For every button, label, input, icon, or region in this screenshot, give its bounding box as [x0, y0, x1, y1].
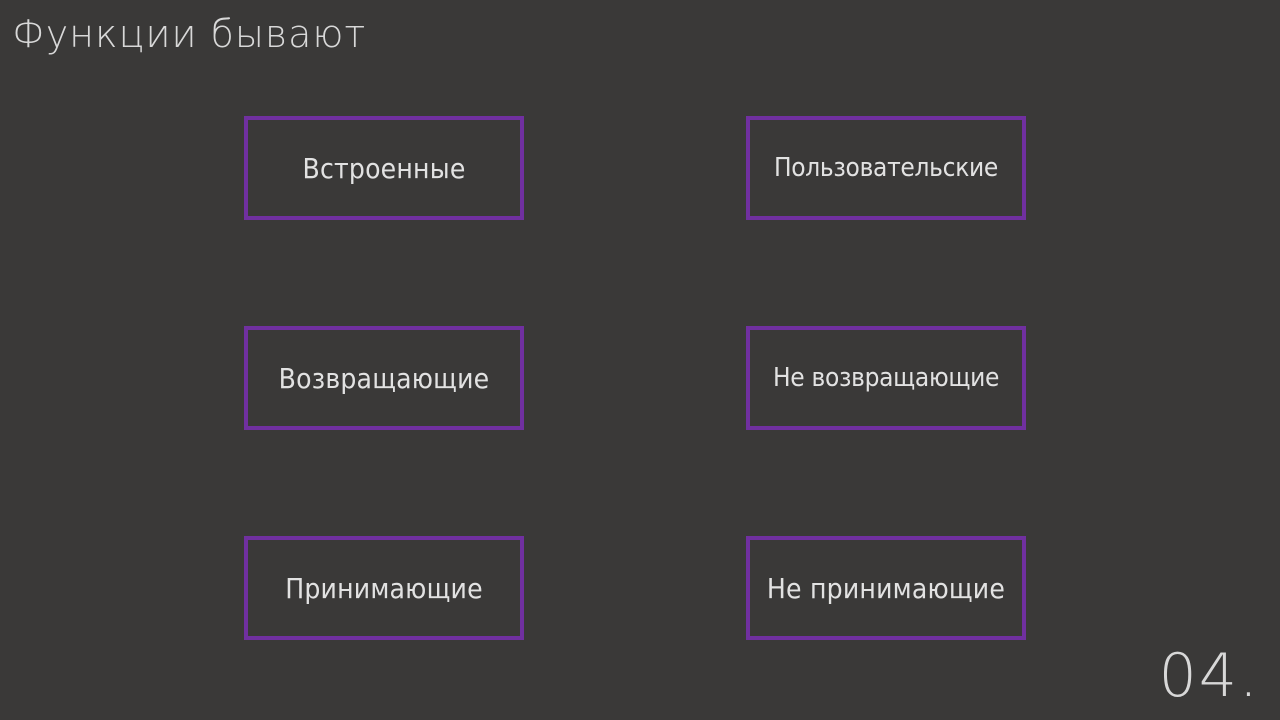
- box-returning-functions[interactable]: Возвращающие: [244, 326, 524, 430]
- box-builtin-functions[interactable]: Встроенные: [244, 116, 524, 220]
- box-non-accepting-label: Не принимающие: [766, 571, 1006, 605]
- box-non-accepting-functions[interactable]: Не принимающие: [746, 536, 1026, 640]
- box-builtin-label: Встроенные: [302, 151, 466, 185]
- box-non-returning-functions[interactable]: Не возвращающие: [746, 326, 1026, 430]
- slide-number: 04.: [1158, 641, 1260, 711]
- box-non-returning-label: Не возвращающие: [772, 363, 1000, 393]
- box-accepting-label: Принимающие: [285, 571, 483, 605]
- box-user-defined-functions[interactable]: Пользовательские: [746, 116, 1026, 220]
- slide-title: Функции бывают: [12, 12, 367, 56]
- box-accepting-functions[interactable]: Принимающие: [244, 536, 524, 640]
- box-returning-label: Возвращающие: [278, 361, 490, 395]
- box-user-defined-label: Пользовательские: [773, 153, 999, 183]
